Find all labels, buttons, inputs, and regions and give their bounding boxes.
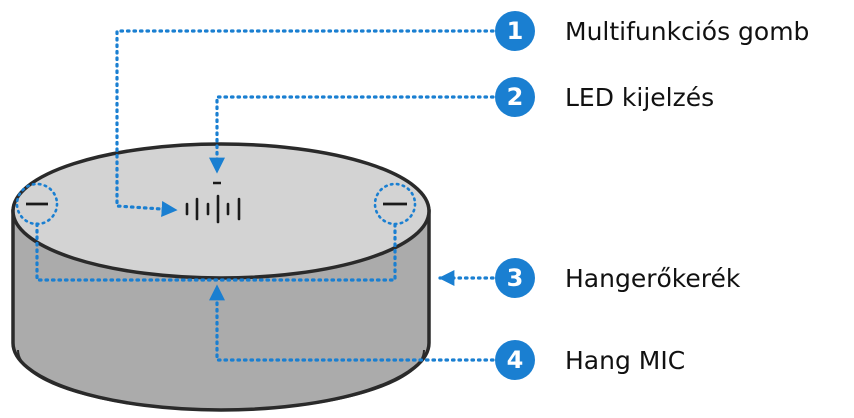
callout-badge bbox=[495, 11, 535, 51]
callout-number: 2 bbox=[507, 83, 524, 111]
callout-label: LED kijelzés bbox=[565, 83, 714, 112]
callout-badge bbox=[495, 340, 535, 380]
callout-label: Multifunkciós gomb bbox=[565, 17, 809, 46]
callout-list: 1 Multifunkciós gomb 2 LED kijelzés 3 Hangerő… bbox=[495, 11, 809, 380]
leader-line-4 bbox=[209, 284, 495, 362]
callout-3: 3 Hangerőkerék bbox=[495, 258, 741, 298]
callout-4: 4 Hang MIC bbox=[495, 340, 685, 380]
callout-2: 2 LED kijelzés bbox=[495, 77, 714, 117]
callout-number: 1 bbox=[507, 17, 524, 45]
callout-number: 3 bbox=[507, 264, 524, 292]
callout-label: Hang MIC bbox=[565, 346, 685, 375]
callout-badge bbox=[495, 77, 535, 117]
speaker-device bbox=[11, 142, 431, 412]
microphone-icon bbox=[185, 194, 241, 224]
callout-1: 1 Multifunkciós gomb bbox=[495, 11, 809, 51]
mic-connector-line bbox=[35, 222, 397, 282]
callout-badge bbox=[495, 258, 535, 298]
leader-line-1 bbox=[115, 29, 495, 218]
leader-line-2 bbox=[209, 95, 495, 174]
speaker-base-lip bbox=[17, 349, 425, 411]
leader-lines bbox=[35, 29, 495, 362]
callout-label: Hangerőkerék bbox=[565, 264, 741, 293]
speaker-top bbox=[11, 142, 431, 280]
callout-number: 4 bbox=[507, 346, 524, 374]
